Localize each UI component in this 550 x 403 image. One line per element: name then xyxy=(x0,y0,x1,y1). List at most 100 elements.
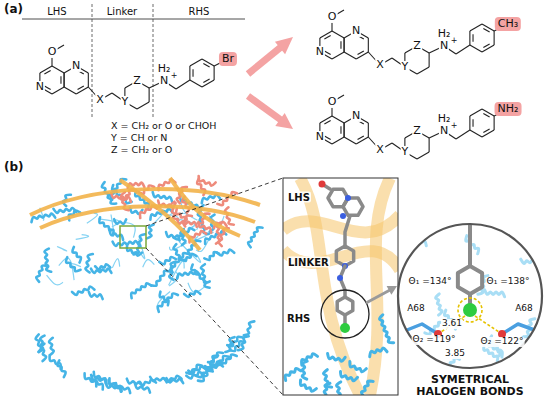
bond xyxy=(332,116,344,123)
residue-label: A68 xyxy=(514,304,534,314)
atom-label: + xyxy=(450,122,459,131)
atom-label: X xyxy=(95,94,105,106)
substituent-label: NH₂ xyxy=(495,102,522,116)
bond xyxy=(470,45,482,52)
protein-ribbon xyxy=(30,176,263,393)
helix xyxy=(285,368,301,380)
rhs-circle xyxy=(321,290,369,338)
bond xyxy=(202,80,214,87)
bond xyxy=(332,137,344,144)
atom-label: X xyxy=(375,144,385,156)
stick xyxy=(343,198,363,215)
definition-note: Z = CH₂ or O xyxy=(110,145,173,155)
helix xyxy=(91,269,111,273)
angle-label: Θ₁ =134° xyxy=(408,277,453,287)
bond xyxy=(88,73,89,87)
atom-ball xyxy=(537,329,544,336)
bond xyxy=(149,88,150,102)
bond xyxy=(356,52,368,59)
helix xyxy=(198,371,213,381)
atom-label: N xyxy=(315,131,325,143)
helix xyxy=(44,249,51,272)
helix xyxy=(191,265,209,283)
column-header: RHS xyxy=(187,6,212,17)
helix xyxy=(158,293,178,311)
bond xyxy=(202,59,214,66)
loop xyxy=(143,260,155,268)
bond xyxy=(324,51,330,55)
header-rule xyxy=(22,19,245,20)
distance-label: 3.85 xyxy=(444,349,466,359)
atom-ball xyxy=(399,329,406,336)
bond xyxy=(324,35,330,39)
helix xyxy=(113,241,139,246)
zoom-panel-border xyxy=(283,178,398,395)
bond xyxy=(469,31,470,45)
helix xyxy=(135,384,150,393)
stick xyxy=(337,297,353,315)
stick xyxy=(458,266,482,294)
helix xyxy=(201,264,210,287)
bond xyxy=(44,86,50,90)
helix xyxy=(171,202,179,220)
helix xyxy=(484,345,498,362)
substituent-label: CH₃ xyxy=(495,17,521,31)
helix xyxy=(300,380,316,391)
atom-label: N xyxy=(351,25,361,37)
helix xyxy=(186,365,202,374)
stick xyxy=(340,266,345,297)
atom-label: + xyxy=(450,37,459,46)
helix xyxy=(36,334,42,351)
substituent-label: Br xyxy=(219,52,237,66)
helix xyxy=(72,287,95,295)
helix xyxy=(350,362,367,372)
helix xyxy=(72,247,81,263)
bond xyxy=(482,109,494,116)
atom-label: X xyxy=(375,59,385,71)
bond xyxy=(368,38,369,52)
bond xyxy=(358,136,364,140)
helix xyxy=(109,230,123,240)
bond xyxy=(324,136,330,140)
bond xyxy=(417,67,429,74)
atom-label: N xyxy=(71,60,81,72)
column-header: Linker xyxy=(105,6,139,17)
bond xyxy=(332,52,344,59)
halogen-bond xyxy=(441,316,465,332)
atom-label: Y xyxy=(121,96,130,108)
helix xyxy=(49,338,54,355)
bond xyxy=(429,53,430,67)
helix xyxy=(99,217,113,235)
bond xyxy=(482,24,494,31)
residue-label: A68 xyxy=(406,304,426,314)
bond xyxy=(429,138,430,152)
helix xyxy=(89,292,103,299)
bond xyxy=(483,129,489,133)
bond xyxy=(358,51,364,55)
zoom-leader xyxy=(146,248,283,395)
helix xyxy=(244,321,255,335)
bond xyxy=(483,113,489,117)
bond xyxy=(189,66,190,80)
bond xyxy=(192,69,193,76)
atom-ball xyxy=(463,303,477,317)
helix xyxy=(53,208,76,213)
bond xyxy=(203,79,209,83)
bond xyxy=(60,76,61,83)
atom-label: O xyxy=(327,96,338,108)
bond xyxy=(456,45,470,54)
loop xyxy=(47,275,63,285)
helix xyxy=(436,294,443,315)
helix xyxy=(466,236,479,254)
bond xyxy=(344,123,345,137)
bond xyxy=(320,31,332,38)
bond xyxy=(344,137,356,144)
zoom-arrow xyxy=(366,286,397,303)
zoom-leader xyxy=(146,178,283,226)
halogen-bond-view xyxy=(399,222,544,371)
bond xyxy=(344,38,345,52)
helix xyxy=(204,252,219,260)
structure xyxy=(40,45,228,109)
bond xyxy=(356,137,368,144)
